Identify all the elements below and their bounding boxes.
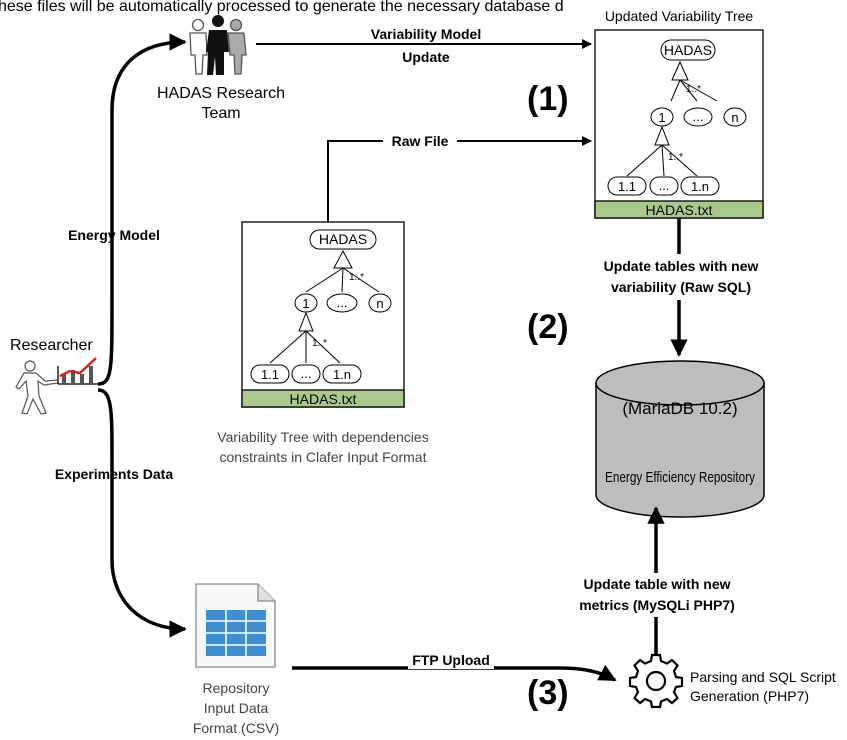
input-tree-caption-2: constraints in Clafer Input Format [220, 449, 427, 465]
raw-file-arrow [327, 136, 592, 222]
energy-model-arrow [97, 33, 187, 386]
input-tree-caption-1: Variability Tree with dependencies [217, 429, 428, 445]
input-tree-node-n: n [376, 296, 383, 311]
update-metrics-label-1: Update table with new [583, 576, 730, 592]
csv-label-2: Input Data [204, 700, 269, 716]
variability-update-label-2: Update [402, 49, 450, 65]
updated-tree-file-label: HADAS.txt [646, 202, 713, 218]
parser-label-1: Parsing and SQL Script [690, 669, 836, 685]
step-2-label: (2) [527, 308, 569, 346]
input-tree-file-label: HADAS.txt [290, 391, 357, 407]
researcher-label: Researcher [10, 337, 93, 354]
input-tree-node-1: 1 [302, 296, 309, 311]
step-1-label: (1) [527, 80, 569, 118]
input-tree-document: HADAS.txt HADAS 1..* 1 ... n 1..* 1.1 ..… [241, 221, 405, 408]
update-metrics-label-2: metrics (MySQLi PHP7) [579, 597, 735, 613]
database-version: (MariaDB 10.2) [622, 399, 737, 418]
team-label-line1: HADAS Research [157, 85, 285, 102]
research-team-icon [189, 15, 247, 75]
updated-tree-node-1-1: 1.1 [618, 179, 636, 194]
ftp-upload-arrow [292, 664, 617, 682]
variability-update-label-1: Variability Model [371, 26, 481, 42]
input-tree-node-1-n: 1.n [333, 367, 351, 382]
updated-tree-node-ellipsis: ... [693, 109, 704, 124]
team-label-line2: Team [201, 105, 240, 122]
step-3-label: (3) [527, 674, 569, 712]
input-tree-node-ellipsis-2: ... [301, 366, 312, 381]
input-tree-root: HADAS [319, 231, 367, 247]
researcher-icon [15, 357, 98, 415]
updated-tree-node-n: n [731, 110, 738, 125]
updated-tree-card-2: 1..* [668, 152, 683, 163]
updated-tree-document: HADAS.txt HADAS 1..* 1 ... n 1..* 1.1 ..… [594, 29, 764, 219]
updated-tree-node-1: 1 [658, 110, 665, 125]
database-name: Energy Efficiency Repository [605, 469, 755, 486]
top-banner-text: hese files will be automatically process… [0, 0, 564, 15]
input-tree-node-1-1: 1.1 [261, 367, 279, 382]
trend-line-icon [59, 357, 97, 378]
input-tree-file-bar [241, 389, 405, 408]
gear-icon [628, 653, 684, 709]
experiments-data-arrow [97, 388, 187, 638]
updated-tree-title: Updated Variability Tree [605, 8, 754, 24]
update-variability-label-2: variability (Raw SQL) [611, 279, 751, 295]
raw-file-label: Raw File [392, 133, 449, 149]
parser-label-2: Generation (PHP7) [690, 688, 809, 704]
csv-label-3: Format (CSV) [193, 720, 279, 736]
energy-model-label: Energy Model [68, 227, 160, 243]
experiments-data-label: Experiments Data [55, 466, 173, 482]
updated-tree-root: HADAS [664, 42, 712, 58]
input-tree-node-ellipsis: ... [337, 295, 348, 310]
updated-tree-node-1-n: 1.n [691, 179, 709, 194]
ftp-upload-label: FTP Upload [412, 652, 490, 668]
update-variability-label-1: Update tables with new [604, 258, 759, 274]
input-tree-card-2: 1..* [312, 338, 327, 349]
input-tree-card-1: 1..* [349, 272, 364, 283]
updated-tree-card-1: 1..* [686, 84, 701, 95]
csv-file-icon [195, 583, 276, 668]
csv-label-1: Repository [203, 680, 270, 696]
updated-tree-node-ellipsis-2: ... [659, 178, 670, 193]
database-icon [595, 360, 765, 518]
